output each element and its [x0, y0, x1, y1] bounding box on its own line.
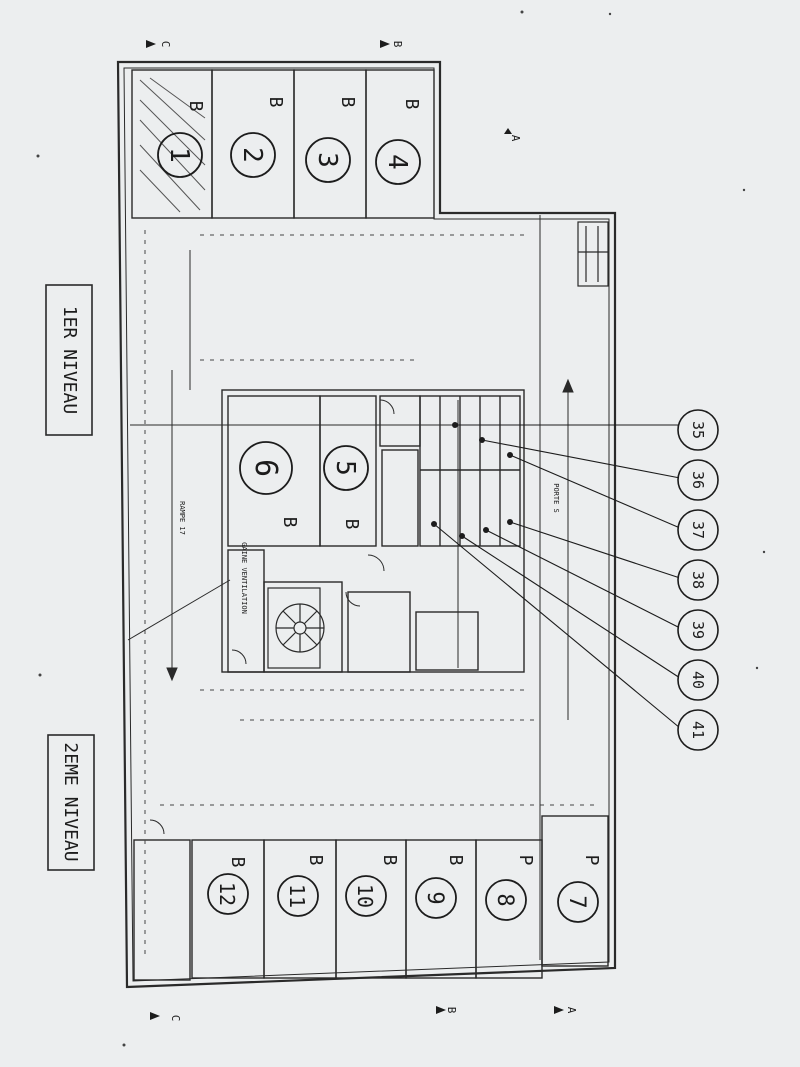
- section-arrows: [146, 40, 564, 1020]
- garage-3-number: 3: [312, 152, 342, 168]
- spiral-staircase: [267, 587, 325, 669]
- dimension-lines: [144, 230, 600, 960]
- garage-10-tag: B: [379, 855, 400, 866]
- cellar-numbers: 35 36 37 38 39 40 41: [689, 421, 707, 739]
- section-mark-bottom-mid: B: [445, 1007, 458, 1014]
- garage-tags: B B B B B B B B B B P P: [185, 97, 602, 868]
- garage-2-number: 2: [237, 147, 267, 163]
- cellar-41: 41: [689, 721, 707, 739]
- garage-4-tag: B: [401, 99, 422, 110]
- cellar-40: 40: [689, 671, 707, 689]
- garage-5-number: 5: [330, 460, 360, 476]
- scan-specks: [36, 10, 766, 1047]
- level-1-title: 1ER NIVEAU: [59, 306, 80, 414]
- level-1-box: 1ER NIVEAU: [45, 284, 93, 436]
- garage-11-tag: B: [305, 855, 326, 866]
- garage-6-tag: B: [279, 517, 300, 528]
- central-core: [221, 389, 525, 673]
- section-markers: C B A C B A: [159, 41, 578, 1022]
- garage-3-tag: B: [337, 97, 358, 108]
- door-swings: [149, 399, 395, 835]
- garage-10-number: 10: [353, 884, 377, 908]
- garage-8-number: 8: [492, 893, 517, 906]
- garage-11-number: 11: [285, 884, 309, 908]
- cellar-39: 39: [689, 621, 707, 639]
- ventilation-label: GAINE VENTILATION: [240, 542, 248, 614]
- garage-7-tag: P: [581, 855, 602, 866]
- room-labels: GAINE VENTILATION RAMPE 17 PORTE S: [178, 483, 560, 614]
- level-2-box: 2EME NIVEAU: [47, 734, 95, 871]
- ramp-right-label: PORTE S: [552, 483, 560, 513]
- section-mark-top-mid: B: [391, 41, 404, 48]
- cellar-35: 35: [689, 421, 707, 439]
- cellar-bubbles: [677, 409, 719, 751]
- garage-5-tag: B: [341, 519, 362, 530]
- garage-9-number: 9: [422, 891, 447, 904]
- garage-1-tag: B: [185, 101, 206, 112]
- garage-2-tag: B: [265, 97, 286, 108]
- cellar-37: 37: [689, 521, 707, 539]
- top-garage-stalls: [131, 69, 435, 219]
- cellar-leaders: [433, 424, 681, 729]
- section-mark-bottom-right: A: [565, 1007, 578, 1014]
- garage-markers: [157, 132, 599, 923]
- cellar-36: 36: [689, 471, 707, 489]
- garage-6-number: 6: [248, 459, 283, 477]
- garage-numbers: 1 2 3 4 6 5 12 11 10 9 8 7: [164, 147, 589, 908]
- garage-12-number: 12: [215, 882, 239, 906]
- garage-1-number: 1: [164, 147, 194, 163]
- top-right-shaft: [577, 221, 609, 287]
- level-2-title: 2EME NIVEAU: [60, 742, 81, 861]
- bottom-garage-stalls: [133, 815, 609, 981]
- garage-1-hatching: [139, 77, 206, 213]
- garage-7-number: 7: [564, 895, 589, 908]
- section-mark-bottom-left: C: [169, 1015, 182, 1022]
- garage-4-number: 4: [382, 154, 412, 170]
- cellar-38: 38: [689, 571, 707, 589]
- section-mark-top-arrow: A: [509, 135, 522, 142]
- section-mark-top-left: C: [159, 41, 172, 48]
- outer-walls: [116, 60, 617, 989]
- axis-lines: [127, 215, 574, 960]
- garage-12-tag: B: [227, 857, 248, 868]
- cellar-leader-dots: [431, 422, 513, 539]
- garage-9-tag: B: [445, 855, 466, 866]
- garage-8-tag: P: [515, 855, 536, 866]
- ramp-left-label: RAMPE 17: [178, 501, 186, 535]
